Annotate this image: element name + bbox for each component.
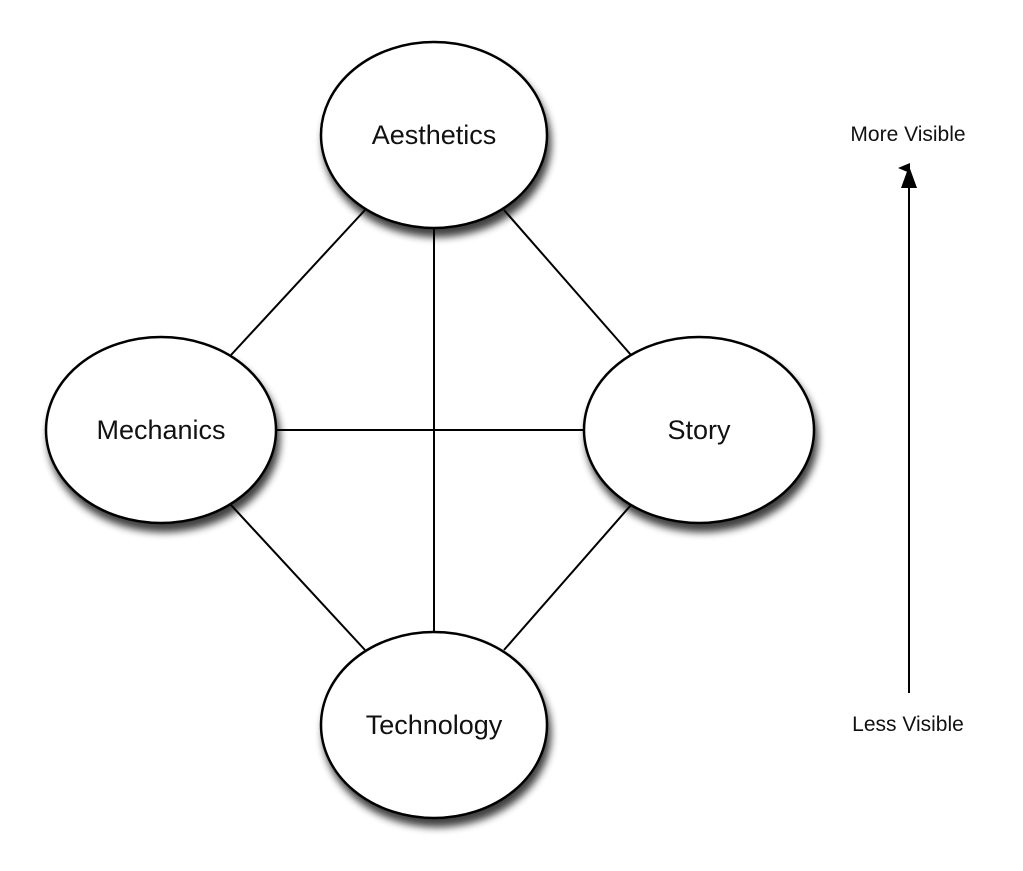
node-story-shape: [582, 335, 816, 525]
edges: [230, 209, 632, 651]
edge-mechanics-technology: [230, 504, 366, 651]
node-technology-label: Technology: [366, 710, 503, 740]
more-visible-label: More Visible: [850, 123, 965, 146]
node-mechanics-shape: [44, 335, 278, 525]
node-aesthetics-label: Aesthetics: [372, 120, 497, 150]
visibility-axis: More Visible Less Visible: [850, 123, 965, 736]
less-visible-label: Less Visible: [852, 713, 964, 736]
node-technology-shape: [319, 630, 549, 820]
node-mechanics-label: Mechanics: [96, 415, 225, 445]
edge-aesthetics-mechanics: [230, 209, 366, 356]
arrow-up-icon: [901, 166, 917, 188]
edge-story-technology: [503, 504, 632, 651]
node-story-label: Story: [667, 415, 731, 445]
node-story: Story: [582, 335, 816, 525]
node-aesthetics-shape: [319, 40, 549, 230]
edge-aesthetics-story: [503, 209, 632, 356]
node-technology: Technology: [319, 630, 549, 820]
node-mechanics: Mechanics: [44, 335, 278, 525]
node-aesthetics: Aesthetics: [319, 40, 549, 230]
